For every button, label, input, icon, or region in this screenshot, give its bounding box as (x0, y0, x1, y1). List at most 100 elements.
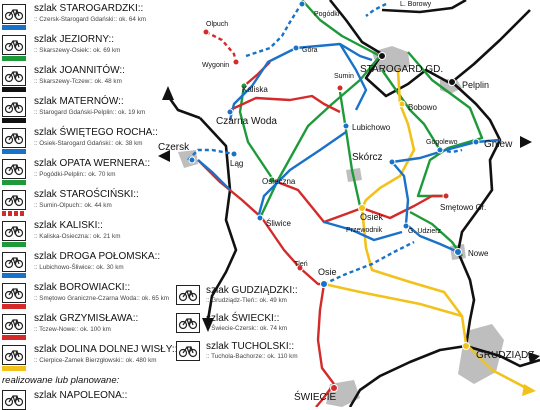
label-gogolewo: Gogolewo (426, 139, 458, 146)
bicycle-icon (176, 285, 200, 305)
label-olpuch: Olpuch (206, 21, 228, 28)
bicycle-icon (2, 252, 26, 272)
black-trail-1 (328, 0, 383, 56)
bicycle-icon (2, 128, 26, 148)
node-sliwice (256, 214, 264, 222)
label-czarnawoda: Czarna Woda (216, 116, 277, 127)
trail-color-swatch (2, 25, 26, 30)
label-czersk: Czersk (158, 142, 190, 153)
legend-item[interactable]: szlak MATERNÓW:::: Starogard Gdański-Pel… (2, 95, 177, 125)
legend-item[interactable]: szlak BOROWIACKI:::: Smętowo Graniczne-C… (2, 281, 177, 311)
planned-label: realizowane lub planowane: (2, 375, 120, 386)
blue-trail-4 (256, 131, 347, 219)
black-trail-4 (381, 0, 467, 14)
red-trail-4 (361, 194, 446, 220)
black-trail-3 (451, 9, 531, 84)
bicycle-icon (2, 283, 26, 303)
trail-name: szlak DROGA POŁOMSKA:: (34, 251, 161, 262)
label-swiecie: ŚWIECIE (294, 390, 337, 403)
arrow-northwest (162, 86, 174, 100)
trail-color-swatch (2, 211, 26, 216)
blue-trail-6 (391, 138, 501, 164)
trail-color-swatch (2, 149, 26, 154)
trail-description: :: Grudziądz-Tleń:: ok. 49 km (206, 297, 287, 304)
legend-item[interactable]: szlak JEZIORNY:::: Skarszewy-Osiek:: ok.… (2, 33, 177, 63)
trail-description: :: Świecie-Czersk:: ok. 74 km (206, 325, 288, 332)
node-gniew (472, 138, 480, 146)
bicycle-icon (176, 313, 200, 333)
label-starogard: STAROGARD GD. (360, 64, 443, 75)
trail-name: szlak MATERNÓW:: (34, 96, 124, 107)
dashed-trails (187, 2, 463, 286)
label-wygonin: Wygonin (202, 62, 229, 69)
legend-item-napoleona[interactable]: szlak NAPOLEONA:: (2, 390, 177, 410)
label-tlen: Tleń (294, 261, 308, 268)
legend-item[interactable]: szlak KALISKI:::: Kaliska-Osieczna:: ok.… (2, 219, 177, 249)
arrow-grudziadz-east (522, 384, 536, 396)
trail-color-swatch (2, 118, 26, 123)
legend-item[interactable]: szlak ŚWIECKI:::: Świecie-Czersk:: ok. 7… (176, 313, 326, 335)
red-trail-7 (315, 383, 335, 407)
label-osieczna: Osieczna (262, 177, 296, 186)
label-sliwice: Śliwice (266, 219, 291, 228)
label-gudzierz: G. Udzierz (408, 228, 442, 235)
trail-description: :: Starogard Gdański-Pelplin:: ok. 19 km (34, 109, 146, 116)
trail-description: :: Smętowo Graniczne-Czarna Woda:: ok. 6… (34, 295, 169, 302)
bicycle-icon (2, 314, 26, 334)
green-trail-6 (338, 91, 362, 207)
bicycle-icon (2, 35, 26, 55)
trail-name: szlak ŚWIĘTEGO ROCHA:: (34, 127, 158, 138)
legend-item[interactable]: szlak STAROŚCIŃSKI:::: Sumin-Olpuch:: ok… (2, 188, 177, 218)
legend-item[interactable]: szlak STAROGARDZKI:::: Czersk-Starogard … (2, 2, 177, 32)
trail-name: szlak STAROGARDZKI:: (34, 3, 144, 14)
trail-color-swatch (2, 273, 26, 278)
label-osie: Osie (318, 267, 337, 277)
red-dashed-trail (205, 30, 238, 63)
node-smetowo (442, 192, 450, 200)
node-nowe (454, 248, 462, 256)
legend-item[interactable]: szlak ŚWIĘTEGO ROCHA:::: Osiek-Starogard… (2, 126, 177, 156)
trail-description: :: Kaliska-Osieczna:: ok. 21 km (34, 233, 121, 240)
trail-name: szlak OPATA WERNERA:: (34, 158, 151, 169)
blue-trail-8 (323, 220, 403, 242)
trail-description: :: Pogódki-Pelplin:: ok. 70 km (34, 171, 116, 178)
label-lubichowo: Lubichowo (352, 123, 391, 132)
red-trail-2 (229, 94, 341, 114)
bicycle-icon (176, 341, 200, 361)
node-pelplin (448, 78, 456, 86)
arrows (158, 86, 540, 396)
trail-name: szlak ŚWIECKI:: (206, 313, 280, 324)
label-gora: Góra (302, 47, 318, 54)
legend-item[interactable]: szlak DROGA POŁOMSKA:::: Lubichowo-Śliwi… (2, 250, 177, 280)
node-czarnawoda (226, 108, 234, 116)
black-trail-5 (451, 81, 502, 253)
node-kaliska (240, 82, 248, 90)
legend-item[interactable]: szlak TUCHOLSKI:::: Tuchola-Bachorze:: o… (176, 341, 326, 363)
trail-description: :: Sumin-Olpuch:: ok. 44 km (34, 202, 112, 209)
trail-color-swatch (2, 87, 26, 92)
blue-dashed-trail-4 (323, 240, 415, 286)
blue-trail-3 (338, 43, 368, 111)
blue-dashed-trail-3 (187, 148, 235, 161)
legend-item[interactable]: szlak DOLINA DOLNEJ WISŁY:::: Cierpice-Z… (2, 343, 177, 373)
node-skorcz (388, 158, 396, 166)
node-starogard (378, 52, 386, 60)
legend-item[interactable]: szlak OPATA WERNERA:::: Pogódki-Pelplin:… (2, 157, 177, 187)
legend-item[interactable]: szlak GRZYMISŁAWA:::: Tczew-Nowe:: ok. 1… (2, 312, 177, 342)
label-borowy: L. Borowy (400, 1, 432, 8)
label-osiek: Osiek (360, 212, 384, 222)
node-osiek (358, 204, 366, 212)
green-trail-3 (238, 85, 273, 179)
node-bobowo (398, 100, 406, 108)
legend-item[interactable]: szlak GUDZIĄDZKI:::: Grudziądz-Tleń:: ok… (176, 285, 326, 307)
trail-name: szlak NAPOLEONA:: (34, 390, 128, 401)
label-kaliska: Kaliska (242, 85, 268, 94)
arrow-southeast (528, 352, 540, 364)
trail-description: :: Osiek-Starogard Gdański:: ok. 38 km (34, 140, 143, 147)
trail-color-swatch (2, 242, 26, 247)
label-smetowo: Smętowo Gr. (440, 203, 486, 212)
node-osieczna (268, 176, 276, 184)
arrow-southwest (202, 318, 214, 332)
legend-item[interactable]: szlak JOANNITÓW:::: Skarszewy-Tczew:: ok… (2, 64, 177, 94)
